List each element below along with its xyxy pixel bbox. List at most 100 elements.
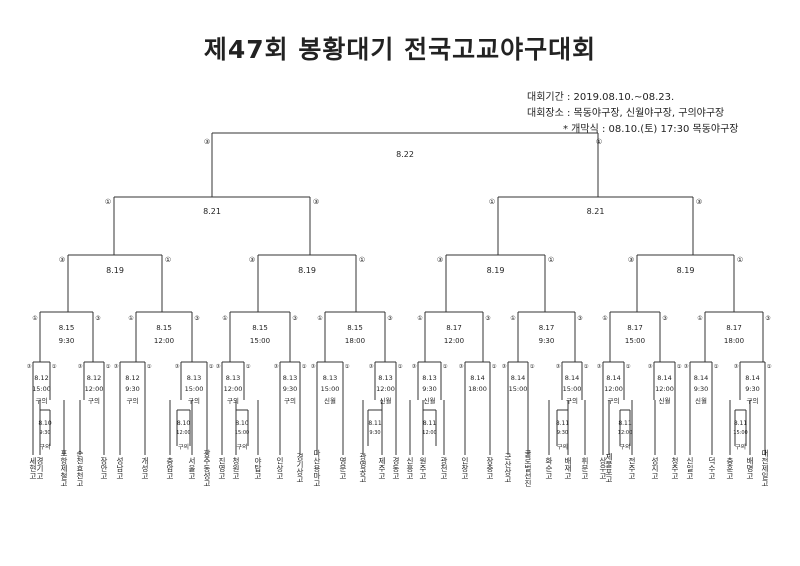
match-label: 9:30: [539, 337, 555, 345]
match-label: 8.14: [511, 374, 525, 382]
match-label: 8.21: [587, 207, 605, 216]
match-label: ③: [249, 256, 255, 264]
match-label: 8.13: [323, 374, 337, 382]
team-name: 장안고: [100, 455, 109, 479]
match-label: 구의: [188, 396, 200, 405]
match-label: 구의: [127, 396, 139, 405]
team-name: 영문고: [339, 455, 348, 479]
badge-icon: ①: [767, 364, 772, 370]
match-label: 8.17: [627, 324, 643, 332]
match-label: ①: [417, 315, 422, 322]
match-label: ①: [737, 256, 743, 264]
team-name: 진영고: [218, 455, 227, 479]
team-name: 화순고: [545, 456, 554, 479]
team-name: 인상고: [276, 455, 285, 479]
match-label: 구의: [236, 443, 247, 451]
team-name: 광영공고: [359, 452, 368, 483]
match-label: ①: [510, 315, 515, 322]
match-label: 8.17: [446, 324, 462, 332]
match-label: 신월: [695, 396, 707, 405]
match-label: ①: [222, 315, 227, 322]
match-label: 8.14: [470, 374, 484, 382]
badge-icon: ③: [274, 364, 279, 370]
badge-icon: ①: [246, 364, 251, 370]
match-label: ①: [489, 198, 495, 206]
team-name: 경기상고: [296, 452, 305, 483]
match-label: ③: [59, 256, 65, 264]
match-label: 8.14: [745, 374, 759, 382]
match-label: 15:00: [185, 385, 204, 393]
match-label: ①: [32, 315, 37, 322]
match-label: 12:00: [176, 430, 190, 436]
match-label: ③: [204, 138, 210, 146]
match-label: 8.11: [734, 420, 748, 427]
team-name: 상우고: [599, 455, 608, 479]
badge-icon: ③: [648, 364, 653, 370]
match-label: ①: [548, 256, 554, 264]
team-name: 성지고: [651, 456, 660, 479]
match-label: 8.15: [156, 324, 172, 332]
match-label: 12:00: [444, 337, 464, 345]
match-label: 9:30: [283, 385, 298, 393]
match-label: 15:00: [509, 385, 528, 393]
match-label: 구의: [178, 443, 189, 451]
badge-icon: ①: [677, 364, 682, 370]
badge-icon: ③: [114, 364, 119, 370]
opening-ceremony: * 개막식 : 08.10.(토) 17:30 목동야구장: [563, 124, 739, 135]
match-label: ①: [359, 256, 365, 264]
match-label: 신월: [380, 396, 392, 405]
badge-icon: ①: [209, 364, 214, 370]
match-label: ①: [128, 315, 133, 322]
badge-icon: ③: [502, 364, 507, 370]
match-label: 8.14: [657, 374, 671, 382]
match-label: ③: [95, 315, 100, 322]
match-label: ③: [387, 315, 392, 322]
match-label: ③: [765, 315, 770, 322]
team-name: 야탑고: [254, 455, 263, 479]
match-label: 구의: [88, 396, 100, 405]
team-name: 마산용마고: [313, 449, 322, 487]
match-label: 8.10: [235, 420, 249, 427]
match-label: 9:30: [39, 430, 50, 436]
match-label: 9:30: [369, 430, 380, 436]
match-label: 9:30: [422, 385, 437, 393]
team-name: 청원고: [232, 456, 241, 479]
badge-icon: ③: [597, 364, 602, 370]
match-label: 8.21: [203, 207, 221, 216]
team-name: 장충고: [486, 455, 495, 479]
match-label: 8.12: [34, 374, 48, 382]
match-label: 12:00: [154, 337, 174, 345]
page-title: 제47회 봉황대기 전국고교야구대회: [203, 35, 597, 64]
badge-icon: ③: [412, 364, 417, 370]
team-name: 광천고: [440, 455, 449, 479]
badge-icon: ①: [530, 364, 535, 370]
match-label: 8.10: [38, 420, 52, 427]
match-label: 15:00: [321, 385, 340, 393]
match-label: 구의: [557, 443, 568, 451]
badge-icon: ③: [556, 364, 561, 370]
match-label: 구의: [284, 396, 296, 405]
match-label: 8.14: [565, 374, 579, 382]
team-name: 신일고: [686, 456, 695, 479]
team-name: 원주고: [419, 456, 428, 479]
match-label: 12:00: [422, 430, 436, 436]
match-label: ①: [602, 315, 607, 322]
badge-icon: ③: [27, 364, 32, 370]
match-label: 15:00: [32, 385, 51, 393]
match-label: 8.14: [694, 374, 708, 382]
match-label: ③: [194, 315, 199, 322]
match-label: 8.15: [347, 324, 363, 332]
team-name: 제물포고: [605, 453, 614, 483]
match-label: 8.12: [87, 374, 101, 382]
match-label: 8.13: [422, 374, 436, 382]
match-label: 15:00: [625, 337, 645, 345]
match-label: 12:00: [224, 385, 243, 393]
match-label: 12:00: [604, 385, 623, 393]
match-label: 15:00: [563, 385, 582, 393]
badge-icon: ①: [492, 364, 497, 370]
match-label: 8.11: [423, 420, 437, 427]
badge-icon: ③: [311, 364, 316, 370]
match-label: ①: [596, 138, 602, 146]
match-label: 9:30: [59, 337, 75, 345]
